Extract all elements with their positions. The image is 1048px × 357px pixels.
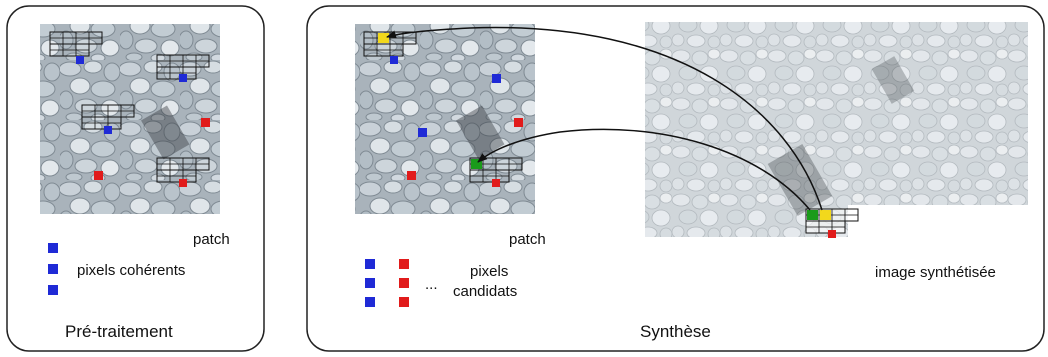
preprocessing-texture-image bbox=[40, 24, 220, 214]
current-patch-grid bbox=[805, 208, 859, 238]
patch-grid bbox=[469, 157, 523, 187]
arrow-to-yellow-match bbox=[386, 26, 823, 211]
match-green-pixel bbox=[807, 210, 818, 220]
coherent-pixel bbox=[492, 74, 501, 83]
coherent-pixel bbox=[390, 56, 398, 64]
coherent-pixel bbox=[76, 56, 84, 64]
sample-texture-image bbox=[355, 24, 535, 214]
synthesis-caption: Synthèse bbox=[640, 322, 711, 341]
legend-coherent-square bbox=[365, 259, 375, 269]
synthesized-texture-image bbox=[645, 22, 1028, 237]
candidate-pixel bbox=[492, 179, 500, 187]
legend-candidates-label-line2: candidats bbox=[453, 283, 517, 300]
candidate-pixel bbox=[828, 230, 836, 238]
legend-candidate-square bbox=[399, 278, 409, 288]
match-yellow-pixel bbox=[378, 33, 389, 43]
match-green-pixel bbox=[471, 159, 482, 169]
preprocessing-caption: Pré-traitement bbox=[65, 322, 173, 341]
candidate-pixel bbox=[514, 118, 523, 127]
unsynthesized-region bbox=[848, 205, 1028, 237]
candidate-pixel bbox=[201, 118, 210, 127]
candidate-pixel bbox=[179, 179, 187, 187]
coherent-pixel bbox=[179, 74, 187, 82]
preprocessing-panel: patch pixels cohérents Pré-traitement bbox=[6, 5, 265, 352]
arrow-to-green-match bbox=[477, 128, 811, 211]
legend-coherent-square bbox=[48, 285, 58, 295]
legend-candidates-label-line1: pixels bbox=[470, 263, 508, 280]
patch-grid bbox=[81, 104, 135, 134]
patch-grid bbox=[156, 54, 210, 82]
legend-coherent-square bbox=[365, 278, 375, 288]
legend-candidate-square bbox=[399, 259, 409, 269]
synthesis-patch-label: patch bbox=[509, 231, 546, 248]
match-yellow-pixel bbox=[820, 210, 831, 220]
candidate-pixel bbox=[94, 171, 103, 180]
legend-coherent-square bbox=[48, 264, 58, 274]
coherent-pixel bbox=[104, 126, 112, 134]
patch-grid bbox=[363, 31, 417, 64]
legend-coherent-square bbox=[365, 297, 375, 307]
patch-grid bbox=[156, 157, 210, 187]
candidate-pixel bbox=[407, 171, 416, 180]
dark-stone-shadow bbox=[767, 144, 833, 216]
patch-grid bbox=[49, 31, 103, 64]
dark-stone-shadow bbox=[141, 105, 190, 160]
synthesis-panel: patch ... pixels candidats image synthét… bbox=[306, 5, 1045, 352]
dark-stone-shadow bbox=[871, 56, 915, 104]
coherent-pixel bbox=[418, 128, 427, 137]
legend-coherent-square bbox=[48, 243, 58, 253]
synthesized-image-label: image synthétisée bbox=[875, 264, 996, 281]
legend-candidate-square bbox=[399, 297, 409, 307]
legend-coherent-label: pixels cohérents bbox=[77, 262, 185, 279]
preprocessing-patch-label: patch bbox=[193, 231, 230, 248]
legend-ellipsis: ... bbox=[425, 276, 438, 293]
dark-stone-shadow bbox=[456, 105, 505, 160]
synthesized-fade-overlay bbox=[645, 22, 1028, 237]
